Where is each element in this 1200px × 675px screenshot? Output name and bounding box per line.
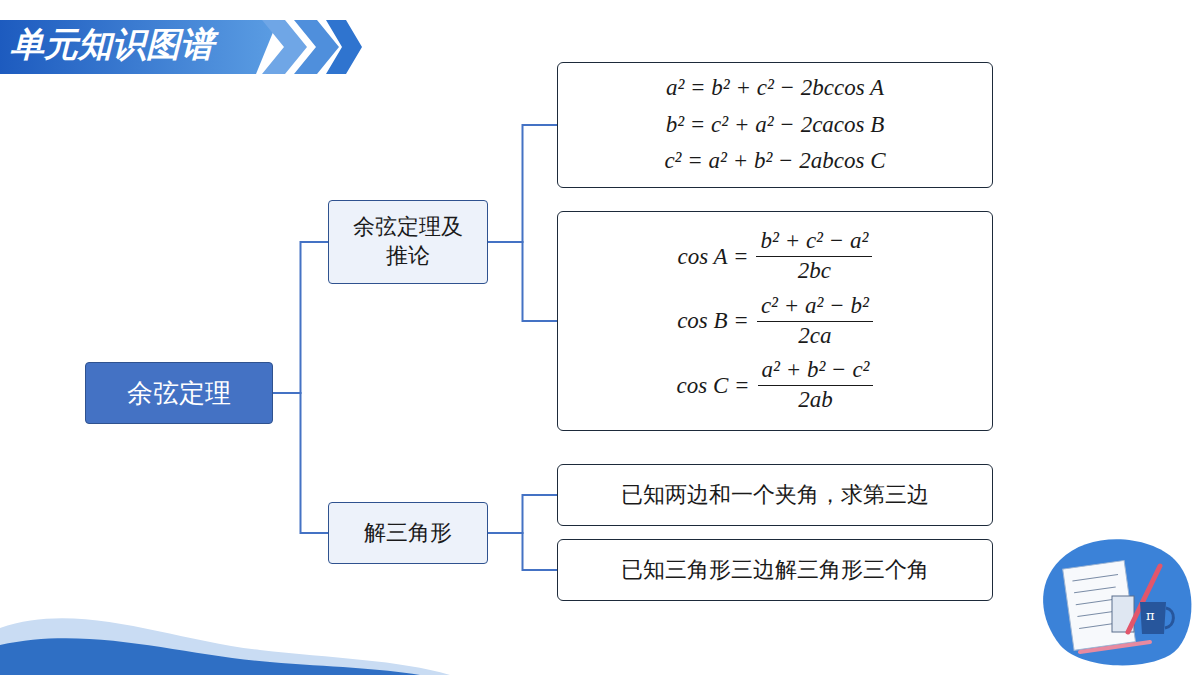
leaf-box: 已知两边和一个夹角，求第三边	[557, 464, 993, 526]
connector	[273, 393, 328, 533]
fraction: a² + b² − c²2ab	[758, 356, 874, 415]
topic-box: 解三角形	[328, 502, 488, 564]
chevron	[326, 20, 362, 74]
fraction-formula: cos B = c² + a² − b²2ca	[677, 292, 873, 351]
node-label: 已知两边和一个夹角，求第三边	[621, 480, 929, 510]
formula-text: b² = c² + a² − 2cacos B	[666, 107, 885, 144]
connector	[488, 495, 557, 533]
mug	[1140, 602, 1166, 634]
node-label: 余弦定理及推论	[345, 213, 471, 270]
node-label: 解三角形	[364, 519, 452, 548]
formula-lhs: cos B =	[677, 308, 749, 334]
numerator: c² + a² − b²	[757, 292, 873, 322]
topic-box: 余弦定理及推论	[328, 200, 488, 284]
fraction: b² + c² − a²2bc	[756, 227, 872, 286]
title-banner	[0, 20, 278, 74]
node-label: 余弦定理	[127, 376, 231, 411]
connector	[488, 125, 557, 242]
node-label: 已知三角形三边解三角形三个角	[621, 555, 929, 585]
formula-box: a² = b² + c² − 2bccos Ab² = c² + a² − 2c…	[557, 62, 993, 188]
connector	[273, 242, 328, 393]
wave	[0, 638, 420, 675]
notebook	[1063, 561, 1136, 651]
numerator: a² + b² − c²	[758, 356, 874, 386]
fraction-formula: cos C = a² + b² − c²2ab	[677, 356, 874, 415]
formula-lhs: cos C =	[677, 373, 750, 399]
denominator: 2bc	[794, 257, 835, 286]
pen	[1080, 642, 1150, 652]
symbol-label: π	[1146, 608, 1155, 623]
mug-handle	[1165, 608, 1173, 628]
fraction-formula: cos A = b² + c² − a²2bc	[678, 227, 873, 286]
formula-box: cos A = b² + c² − a²2bc cos B = c² + a² − b…	[557, 211, 993, 431]
leaf-box: 已知三角形三边解三角形三个角	[557, 539, 993, 601]
fraction: c² + a² − b²2ca	[757, 292, 873, 351]
wave	[0, 618, 450, 675]
page-title: 单元知识图谱	[10, 22, 214, 68]
connector	[488, 533, 557, 570]
denominator: 2ca	[794, 322, 835, 351]
formula-text: a² = b² + c² − 2bccos A	[666, 70, 884, 107]
chevron	[262, 20, 307, 74]
formula-lhs: cos A =	[678, 244, 749, 270]
formula-text: c² = a² + b² − 2abcos C	[664, 143, 885, 180]
connector	[488, 242, 557, 321]
numerator: b² + c² − a²	[756, 227, 872, 257]
root-box: 余弦定理	[85, 362, 273, 424]
illustration-blob	[1043, 539, 1191, 665]
denominator: 2ab	[794, 386, 837, 415]
